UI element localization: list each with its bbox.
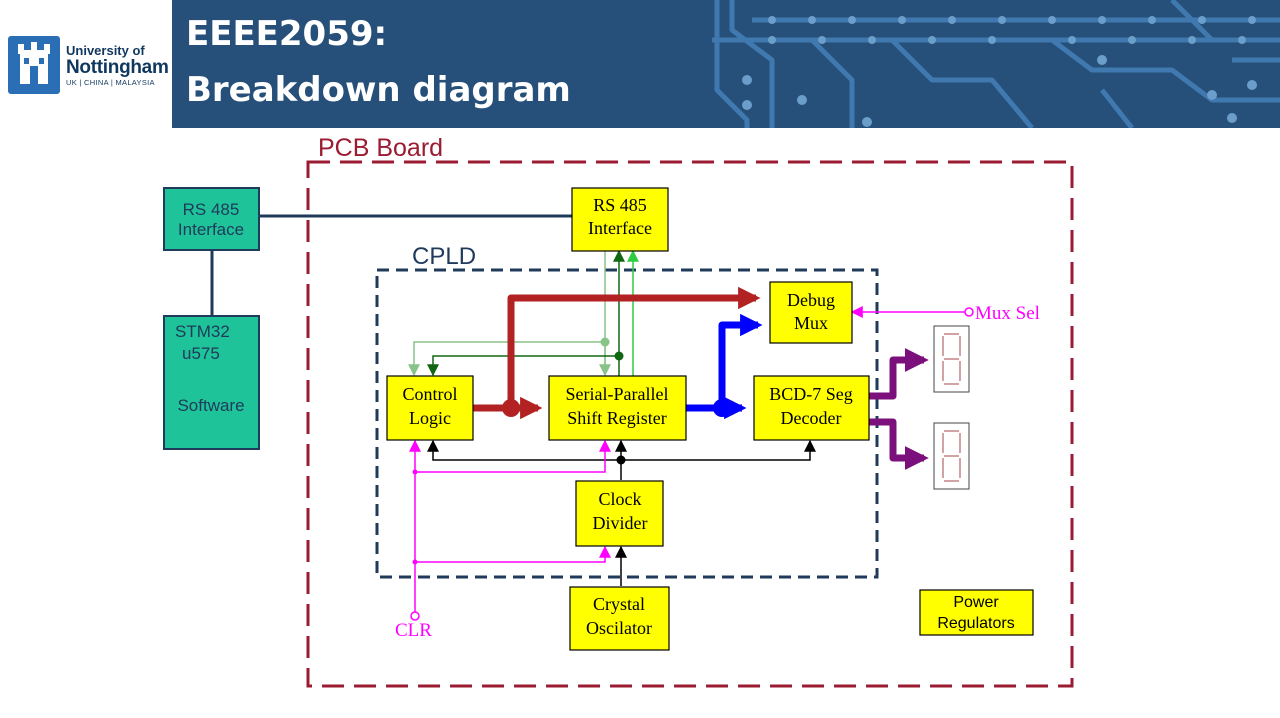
junction-dot-light xyxy=(600,337,610,347)
clock-divider-line1: Clock xyxy=(599,489,642,509)
stm32-line1: STM32 xyxy=(175,322,230,341)
clr-label: CLR xyxy=(395,620,432,641)
cpld-label: CPLD xyxy=(412,243,476,270)
bcd-decoder-line2: Decoder xyxy=(781,408,842,428)
debug-mux-line1: Debug xyxy=(787,290,835,310)
seven-segment-display-icon xyxy=(933,325,970,393)
clock-junction-dot xyxy=(616,455,626,465)
power-regulators-line2: Regulators xyxy=(937,615,1014,632)
control-logic-line2: Logic xyxy=(409,408,451,428)
clock-to-decoder xyxy=(621,439,816,461)
power-regulators-box xyxy=(919,589,1034,636)
external-rs485-line2: Interface xyxy=(178,220,244,239)
clr-junction-dot-top xyxy=(412,469,418,475)
mux-sel-terminal xyxy=(964,307,974,317)
crystal-oscillator-line2: Oscilator xyxy=(586,618,652,638)
decoder-to-display2-bus xyxy=(869,418,929,470)
slide-title-line1: EEEE2059: xyxy=(186,14,388,54)
university-logo: University of Nottingham UK | CHINA | MA… xyxy=(0,0,172,128)
clr-to-divider-line xyxy=(415,545,611,563)
blue-bus-junction xyxy=(713,399,731,417)
mux-sel-label: Mux Sel xyxy=(975,303,1040,324)
control-to-debug-bus xyxy=(507,286,761,408)
logo-university-line2: Nottingham xyxy=(66,57,169,78)
clock-divider-line2: Divider xyxy=(593,513,648,533)
shift-register-line2: Shift Register xyxy=(567,408,667,428)
stm32-line3: Software xyxy=(177,396,244,415)
clr-junction-dot-bottom xyxy=(412,559,418,565)
external-rs485-box xyxy=(163,187,260,251)
stm32-line2: u575 xyxy=(182,344,220,363)
rs485-interface-box xyxy=(571,187,669,252)
clock-divider-box xyxy=(575,480,664,547)
seven-segment-display-icon xyxy=(933,422,970,490)
decoder-to-display1-bus xyxy=(869,348,929,400)
external-rs485-line1: RS 485 xyxy=(183,200,240,219)
shift-register-line1: Serial-Parallel xyxy=(566,384,669,404)
power-regulators-line1: Power xyxy=(953,594,999,611)
junction-dot-dark xyxy=(614,351,624,361)
shift-register-box xyxy=(548,375,687,441)
clr-to-shift-line xyxy=(415,439,611,473)
slide-header: EEEE2059: Breakdown diagram xyxy=(172,0,1280,128)
clock-to-control xyxy=(427,439,621,461)
rs485-interface-line2: Interface xyxy=(588,218,652,238)
bcd-decoder-box xyxy=(753,375,870,441)
crystal-oscillator-box xyxy=(569,586,670,651)
shift-to-control-dark-line xyxy=(427,355,619,377)
debug-mux-box xyxy=(769,281,853,344)
shift-to-debug-bus xyxy=(718,313,763,408)
control-logic-line1: Control xyxy=(402,384,457,404)
red-bus-junction xyxy=(502,399,520,417)
circuit-board-decoration xyxy=(712,0,1280,128)
rs485-interface-line1: RS 485 xyxy=(593,195,647,215)
control-logic-box xyxy=(386,375,474,441)
logo-campuses: UK | CHINA | MALAYSIA xyxy=(66,78,155,87)
bcd-decoder-line1: BCD-7 Seg xyxy=(769,384,853,404)
crystal-oscillator-line1: Crystal xyxy=(593,594,645,614)
clr-terminal xyxy=(410,611,420,621)
pcb-board-boundary xyxy=(306,160,1074,688)
stm32-box xyxy=(163,315,260,450)
slide-title-line2: Breakdown diagram xyxy=(186,70,571,110)
pcb-board-label: PCB Board xyxy=(318,134,443,162)
logo-university-line1: University of xyxy=(66,43,145,58)
university-crest-icon xyxy=(8,36,60,94)
breakdown-diagram: PCB Board CPLD Mux Sel CLR RS 485 Interf… xyxy=(163,134,1074,688)
debug-mux-line2: Mux xyxy=(794,313,828,333)
